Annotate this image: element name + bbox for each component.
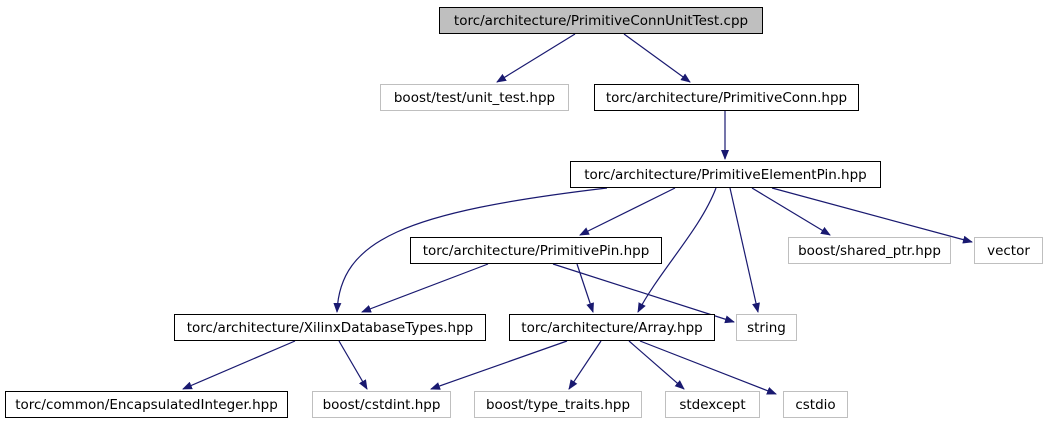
node-label-primitive-element-pin: torc/architecture/PrimitiveElementPin.hp… xyxy=(584,167,867,183)
node-box-shared-ptr xyxy=(788,237,951,264)
edge-root-to-primconn xyxy=(623,33,691,83)
node-box-vector xyxy=(974,237,1043,264)
node-box-array xyxy=(509,314,715,341)
node-primitive-conn-unit-test-cpp[interactable]: torc/architecture/PrimitiveConnUnitTest.… xyxy=(439,7,763,34)
node-box-root xyxy=(439,7,763,34)
node-boost-shared-ptr-hpp: boost/shared_ptr.hpp xyxy=(788,237,951,264)
node-string: string xyxy=(736,314,797,341)
edge-array-to-cstdint xyxy=(430,340,568,390)
edge-elempin-to-array xyxy=(637,187,717,313)
edge-root-to-unit-test xyxy=(496,33,576,83)
node-label-stdexcept: stdexcept xyxy=(679,397,745,413)
node-label-unit-test: boost/test/unit_test.hpp xyxy=(394,90,555,106)
edge-array-to-stdexcept xyxy=(628,340,685,390)
node-label-encapsulated-integer: torc/common/EncapsulatedInteger.hpp xyxy=(15,397,278,413)
node-label-root: torc/architecture/PrimitiveConnUnitTest.… xyxy=(454,13,748,29)
node-box-cstdint xyxy=(312,391,451,418)
node-box-primitive-pin xyxy=(410,237,662,264)
node-label-type-traits: boost/type_traits.hpp xyxy=(486,397,630,413)
edge-primpin-to-xilinx xyxy=(361,263,489,313)
edge-elempin-to-xilinx xyxy=(333,187,608,313)
node-encapsulated-integer-hpp[interactable]: torc/common/EncapsulatedInteger.hpp xyxy=(5,391,288,418)
node-label-shared-ptr: boost/shared_ptr.hpp xyxy=(798,243,941,259)
node-xilinx-database-types-hpp[interactable]: torc/architecture/XilinxDatabaseTypes.hp… xyxy=(174,314,486,341)
node-box-primitive-conn xyxy=(594,84,859,111)
node-vector: vector xyxy=(974,237,1043,264)
node-primitive-conn-hpp[interactable]: torc/architecture/PrimitiveConn.hpp xyxy=(594,84,859,111)
node-label-primitive-pin: torc/architecture/PrimitivePin.hpp xyxy=(423,243,650,259)
edge-elempin-to-primpin xyxy=(579,187,676,236)
node-box-unit-test xyxy=(380,84,569,111)
node-box-primitive-element-pin xyxy=(570,161,881,188)
edge-primpin-to-string xyxy=(552,263,735,324)
edges-layer xyxy=(182,33,973,395)
edge-elempin-to-string xyxy=(729,187,760,313)
node-label-cstdint: boost/cstdint.hpp xyxy=(323,397,441,413)
node-label-primitive-conn: torc/architecture/PrimitiveConn.hpp xyxy=(606,90,847,106)
nodes-layer: torc/architecture/PrimitiveConnUnitTest.… xyxy=(5,7,1043,418)
node-box-type-traits xyxy=(474,391,642,418)
node-box-xilinx-database-types xyxy=(174,314,486,341)
node-label-xilinx-database-types: torc/architecture/XilinxDatabaseTypes.hp… xyxy=(187,320,474,336)
node-boost-type-traits-hpp: boost/type_traits.hpp xyxy=(474,391,642,418)
node-array-hpp[interactable]: torc/architecture/Array.hpp xyxy=(509,314,715,341)
node-box-encapsulated-integer xyxy=(5,391,288,418)
node-label-array: torc/architecture/Array.hpp xyxy=(521,320,702,336)
edge-xilinx-to-cstdint xyxy=(338,340,368,390)
node-boost-unit-test-hpp: boost/test/unit_test.hpp xyxy=(380,84,569,111)
node-box-stdexcept xyxy=(665,391,760,418)
node-label-cstdio: cstdio xyxy=(795,397,835,413)
node-box-cstdio xyxy=(783,391,848,418)
edge-elempin-to-shared-ptr xyxy=(751,187,831,236)
node-box-string xyxy=(736,314,797,341)
edge-primpin-to-array xyxy=(576,263,594,313)
node-cstdio: cstdio xyxy=(783,391,848,418)
edge-xilinx-to-encint xyxy=(182,340,296,390)
node-label-string: string xyxy=(747,320,786,336)
node-primitive-pin-hpp[interactable]: torc/architecture/PrimitivePin.hpp xyxy=(410,237,662,264)
edge-elempin-to-vector xyxy=(771,187,973,244)
node-label-vector: vector xyxy=(987,243,1030,259)
edge-array-to-type-traits xyxy=(568,340,602,390)
node-stdexcept: stdexcept xyxy=(665,391,760,418)
node-primitive-element-pin-hpp[interactable]: torc/architecture/PrimitiveElementPin.hp… xyxy=(570,161,881,188)
edge-array-to-cstdio xyxy=(639,340,777,395)
node-boost-cstdint-hpp: boost/cstdint.hpp xyxy=(312,391,451,418)
